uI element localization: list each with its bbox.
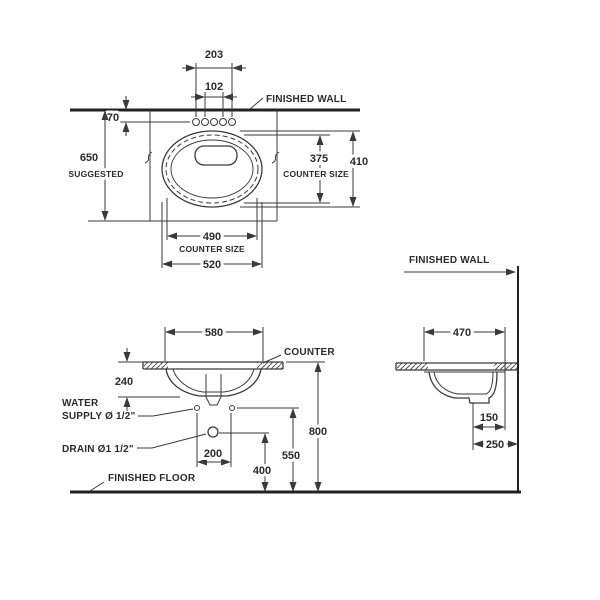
water-supply-point-right xyxy=(229,405,235,411)
overflow-deck xyxy=(194,145,238,166)
basin-front xyxy=(165,368,262,406)
basin-inner-outline xyxy=(170,139,254,199)
water-supply-point-left xyxy=(194,405,200,411)
basin-side xyxy=(424,371,505,404)
floor-leader xyxy=(89,481,105,492)
dim-520: 520 xyxy=(203,259,221,271)
basin-rim-outline xyxy=(161,130,263,208)
break-mark-left xyxy=(144,151,153,164)
water-supply-leader xyxy=(138,408,194,417)
dim-580: 580 xyxy=(205,327,223,339)
side-counter-slab xyxy=(395,362,518,371)
dim-240: 240 xyxy=(115,376,133,388)
dim-650: 650 xyxy=(80,152,98,164)
finished-floor-label: FINISHED FLOOR xyxy=(108,473,196,484)
side-elevation-view: FINISHED WALL 470 150 250 xyxy=(395,255,519,491)
counter-label: COUNTER xyxy=(284,347,335,358)
dim-550: 550 xyxy=(282,450,300,462)
bowl-inner xyxy=(172,368,255,393)
faucet-holes xyxy=(192,118,236,126)
plan-wall-leader xyxy=(249,97,264,110)
dim-70: 70 xyxy=(107,112,119,124)
front-counter-slab xyxy=(142,361,284,370)
bowl-inner xyxy=(433,371,494,395)
suggested-label: SUGGESTED xyxy=(68,169,123,179)
drain-label: DRAIN Ø1 1/2" xyxy=(62,444,134,455)
dim-800: 800 xyxy=(309,426,327,438)
water-supply-label-1: WATER xyxy=(62,398,99,409)
dim-200: 200 xyxy=(204,448,222,460)
dim-150: 150 xyxy=(480,412,498,424)
counter-size-label-bottom: COUNTER SIZE xyxy=(179,244,245,254)
plan-finished-wall-label: FINISHED WALL xyxy=(266,94,346,105)
break-mark-right xyxy=(271,151,280,164)
dim-490: 490 xyxy=(203,231,221,243)
counter-size-label-right: COUNTER SIZE xyxy=(283,169,349,179)
basin-plan xyxy=(161,130,263,208)
side-finished-wall-label: FINISHED WALL xyxy=(409,255,489,266)
drain-tailpiece xyxy=(205,396,222,406)
bowl-outer xyxy=(165,368,262,397)
counter-cutout-outline xyxy=(165,134,259,204)
plan-view: FINISHED WALL 203 102 70 xyxy=(65,49,371,274)
dim-250: 250 xyxy=(486,439,504,451)
bowl-outer xyxy=(428,371,498,404)
drain-leader xyxy=(137,433,207,449)
dim-375: 375 xyxy=(310,153,328,165)
dim-203: 203 xyxy=(205,49,223,61)
drain-point xyxy=(207,426,219,438)
dim-102: 102 xyxy=(205,81,223,93)
dim-410: 410 xyxy=(350,156,368,168)
front-elevation-view: 580 COUNTER 240 WATER xyxy=(62,324,521,494)
counter-leader xyxy=(262,354,282,364)
water-supply-label-2: SUPPLY Ø 1/2" xyxy=(62,411,136,422)
dim-470: 470 xyxy=(453,327,471,339)
dim-400: 400 xyxy=(253,465,271,477)
